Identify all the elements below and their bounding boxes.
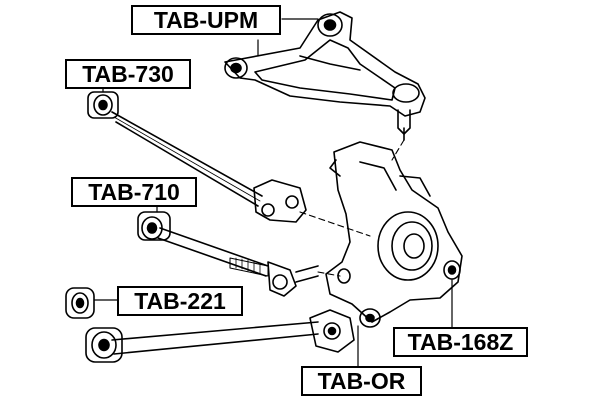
part-label-tab-730: TAB-730 bbox=[65, 59, 191, 89]
part-label-tab-or: TAB-OR bbox=[301, 366, 422, 396]
hub-outer-ring bbox=[377, 211, 439, 281]
alignment-dashes bbox=[299, 139, 405, 277]
part-label-tab-168z: TAB-168Z bbox=[393, 327, 528, 357]
lower-knuckle-bushing bbox=[359, 308, 381, 328]
upper-arm-front-bushing bbox=[224, 57, 248, 79]
part-label-tab-710: TAB-710 bbox=[71, 177, 197, 207]
upper-control-arm bbox=[224, 11, 426, 141]
upper-arm-rear-bushing bbox=[317, 13, 343, 37]
knuckle-bushing bbox=[443, 260, 461, 280]
part-label-tab-upm: TAB-UPM bbox=[131, 5, 281, 35]
rear-lower-link bbox=[85, 309, 355, 363]
rear-link-bushing bbox=[85, 327, 123, 363]
lateral-link-bushing bbox=[137, 211, 171, 241]
upper-ball-joint bbox=[392, 83, 420, 103]
knuckle-hub-carrier bbox=[325, 141, 463, 367]
hub-inner-ring bbox=[391, 221, 433, 271]
trailing-rod bbox=[87, 81, 307, 223]
stand-alone-bushing bbox=[65, 287, 118, 319]
part-label-tab-221: TAB-221 bbox=[117, 286, 243, 316]
lower-lateral-link bbox=[137, 199, 319, 297]
